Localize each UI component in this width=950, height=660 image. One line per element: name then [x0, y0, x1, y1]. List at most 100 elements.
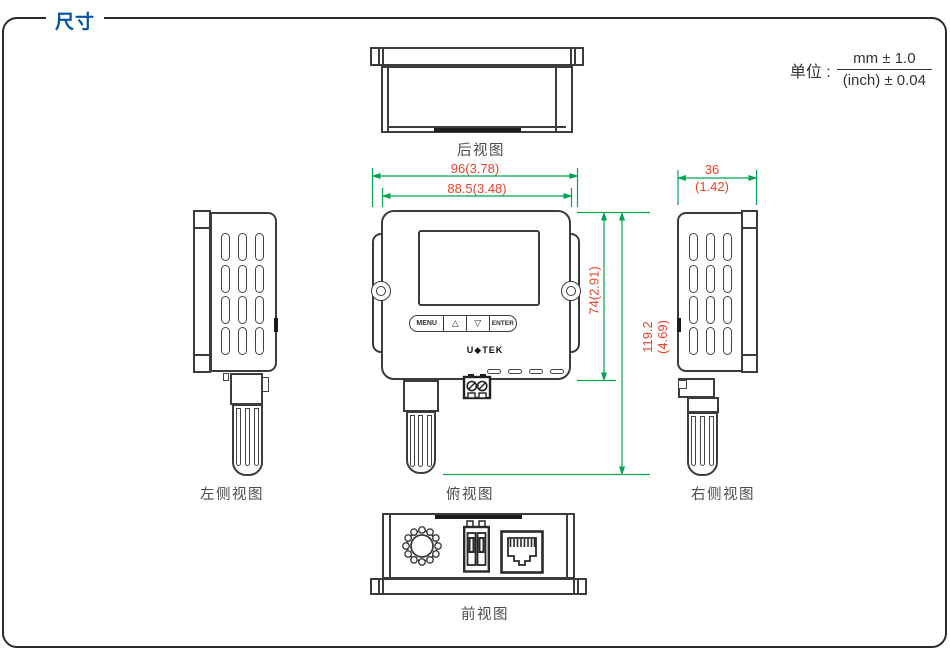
vent-slot [221, 327, 230, 355]
brand-logo: U◆TEK [466, 345, 504, 355]
front-inner-line [566, 515, 568, 577]
vent-slot [689, 265, 698, 293]
left-mount-flange [193, 210, 211, 373]
enter-button: ENTER [488, 316, 516, 331]
side-port-mark [677, 318, 681, 332]
rear-flange-notch [570, 49, 572, 64]
vent-slot [221, 265, 230, 293]
dim-overall-height-inch: (4.69) [655, 320, 670, 354]
vent-slot [238, 296, 247, 324]
vent-slot [723, 296, 732, 324]
unit-inch: (inch) ± 0.04 [842, 72, 926, 89]
probe-neck [687, 397, 719, 413]
front-view-flange [370, 578, 587, 595]
rear-flange-notch [574, 49, 576, 64]
power-terminal [463, 520, 490, 573]
right-mount-flange [741, 210, 758, 373]
unit-note: 单位 : mm ± 1.0 (inch) ± 0.04 [790, 50, 932, 89]
probe-filter [687, 412, 718, 476]
dim-body-height: 74(2.91) [586, 266, 602, 315]
rear-body-inner-line [555, 68, 557, 131]
vent-slot [221, 296, 230, 324]
vent-slot [529, 369, 543, 374]
probe-tab [262, 377, 269, 392]
probe-slot [236, 408, 241, 466]
rear-view-flange [370, 47, 584, 66]
probe-neck [230, 373, 263, 405]
dim-depth-mm: 36 [704, 162, 720, 177]
probe-slot [254, 408, 259, 466]
left-side-view-label: 左侧视图 [200, 487, 264, 503]
vent-slot [706, 296, 715, 324]
vent-slot [706, 233, 715, 261]
left-side-view [193, 208, 283, 480]
down-button: ▽ [465, 316, 489, 331]
probe-slot [700, 416, 705, 466]
probe-filter [232, 404, 263, 476]
screw-hole-icon [566, 286, 576, 296]
front-flange-notch [382, 580, 384, 593]
terminal-block [462, 374, 492, 400]
vent-slot [238, 327, 247, 355]
right-side-view [677, 208, 762, 480]
vent-slot [255, 327, 264, 355]
front-inner-line [389, 515, 391, 577]
front-view [370, 513, 587, 597]
probe-slot [691, 416, 696, 466]
screw-hole-icon [376, 286, 386, 296]
vent-slot [508, 369, 522, 374]
vent-slot [706, 265, 715, 293]
probe-bushing-icon [402, 526, 442, 566]
vent-slot [706, 327, 715, 355]
dim-depth-inch: (1.42) [695, 179, 729, 194]
top-view: MENU △ ▽ ENTER U◆TEK [371, 210, 582, 476]
dim-overall-height-mm: 119.2 [640, 321, 655, 353]
side-port-mark [274, 318, 278, 332]
vent-slot [221, 233, 230, 261]
probe-filter [406, 411, 436, 474]
lcd-display [418, 230, 540, 306]
vent-slot [255, 265, 264, 293]
unit-mm: mm ± 1.0 [836, 50, 932, 70]
probe-collar [403, 380, 439, 412]
flange-line [195, 227, 209, 229]
top-view-label: 俯视图 [446, 487, 494, 503]
gland-step [678, 380, 687, 389]
vent-slot [689, 327, 698, 355]
cable-stub [223, 373, 229, 381]
rj45-jack-icon [500, 530, 544, 574]
probe-slot [427, 415, 433, 467]
unit-fraction: mm ± 1.0 (inch) ± 0.04 [836, 50, 932, 89]
vent-slot [723, 233, 732, 261]
vent-slot [255, 233, 264, 261]
dim-body-width: 88.5(3.48) [447, 181, 507, 196]
right-side-view-label: 右侧视图 [691, 487, 755, 503]
probe-slot [409, 415, 415, 467]
flange-line [743, 227, 756, 229]
dim-overall-width: 96(3.78) [450, 161, 500, 176]
dim-overall-height: 119.2 (4.69) [640, 295, 670, 379]
vent-slot [238, 265, 247, 293]
vent-slot [238, 233, 247, 261]
front-view-label: 前视图 [461, 607, 509, 623]
front-flange-notch [378, 580, 380, 593]
rear-flange-notch [378, 49, 380, 64]
page-title: 尺寸 [46, 7, 105, 34]
rear-body-inner-line [388, 126, 566, 128]
rear-view-body [381, 66, 573, 133]
vent-slot [723, 327, 732, 355]
front-gasket-bar [435, 515, 522, 519]
rear-view-label: 后视图 [457, 143, 505, 159]
flange-line [195, 354, 209, 356]
rear-body-inner-line [387, 68, 389, 131]
vent-slot [255, 296, 264, 324]
probe-slot [709, 416, 714, 466]
rear-flange-notch [382, 49, 384, 64]
probe-slot [418, 415, 424, 467]
rear-gasket-bar [434, 128, 521, 132]
probe-slot [245, 408, 250, 466]
rear-view [370, 47, 584, 157]
front-flange-notch [577, 580, 579, 593]
button-bar: MENU △ ▽ ENTER [409, 315, 517, 332]
